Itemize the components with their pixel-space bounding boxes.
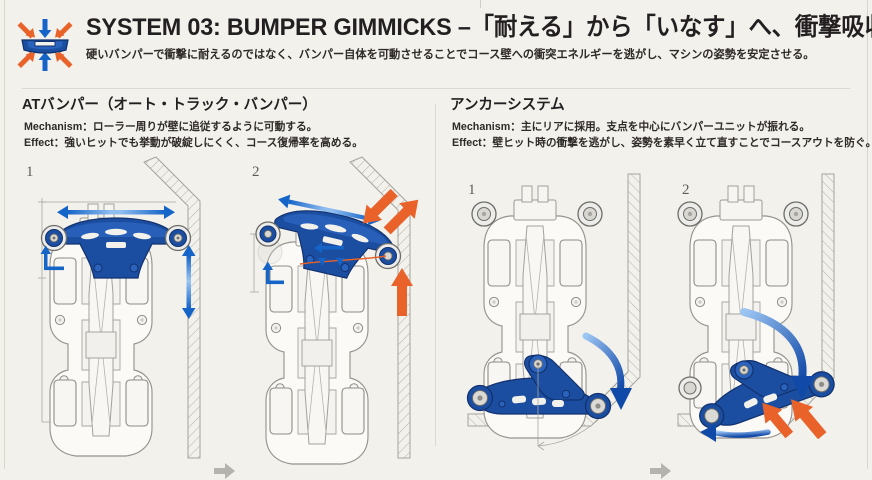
panel-anchor-impact: 2 [672, 160, 862, 460]
at-bumper-effect: Effect：強いヒットでも挙動が破綻しにくく、コース復帰率を高める。 [22, 136, 430, 152]
step-arrow-icon [214, 462, 236, 480]
panel-anchor-neutral: 1 [458, 160, 650, 460]
impact-arrow-upper-right [383, 199, 419, 235]
roller-left [40, 224, 68, 252]
anchor-mechanism: Mechanism：主にリアに採用。支点を中心にバンパーユニットが振れる。 [450, 120, 860, 136]
effect-label: Effect： [452, 136, 493, 149]
section-at-bumper: ATバンパー（オート・トラック・バンパー） Mechanism：ローラー周りが壁… [22, 96, 430, 151]
step-arrow-icon [650, 462, 672, 480]
anchor-unit [475, 354, 601, 415]
panel-at-bumper-neutral: 1 [20, 156, 216, 460]
mechanism-label: Mechanism： [452, 121, 521, 133]
anchor-neutral-diagram [466, 173, 641, 451]
reference-axis-arrow [262, 261, 284, 285]
impact-arrow-bottom [391, 268, 413, 316]
front-roller-left [471, 201, 497, 227]
recovery-arrow [700, 424, 771, 442]
impact-arrow-right [791, 399, 827, 440]
panel-number: 2 [682, 182, 690, 198]
header: SYSTEM 03: BUMPER GIMMICKS –「耐える」から「いなす」… [0, 8, 872, 86]
left-edge-rule [4, 0, 5, 469]
dimension-guides [250, 233, 259, 293]
right-edge-rule [867, 0, 868, 469]
anchor-roller-right [584, 392, 612, 420]
front-roller-right [783, 201, 809, 227]
header-text: SYSTEM 03: BUMPER GIMMICKS –「耐える」から「いなす」… [86, 14, 872, 63]
mechanism-text: 主にリアに採用。支点を中心にバンパーユニットが振れる。 [520, 121, 811, 133]
front-roller-left [677, 201, 703, 227]
impact-arrow-upper-left [363, 188, 398, 224]
reference-axis-arrow [40, 245, 64, 271]
anchor-impact-diagram [677, 173, 835, 442]
roller-right [374, 242, 402, 270]
mechanism-label: Mechanism： [24, 121, 93, 133]
diagram-panels: 1 [0, 156, 872, 479]
panel-number: 1 [26, 164, 34, 180]
mechanism-text: ローラー周りが壁に追従するように可動する。 [92, 121, 318, 133]
panel-number: 1 [468, 182, 476, 198]
at-bumper-impact-diagram [250, 156, 419, 465]
effect-label: Effect： [24, 136, 65, 149]
swing-reference [537, 366, 599, 451]
at-bumper-part [54, 217, 178, 279]
page-title: SYSTEM 03: BUMPER GIMMICKS –「耐える」から「いなす」… [86, 14, 872, 41]
effect-text: 強いヒットでも挙動が破綻しにくく、コース復帰率を高める。 [64, 136, 363, 149]
at-bumper-neutral-diagram [38, 156, 201, 459]
section-title-anchor-system: アンカーシステム [450, 97, 565, 113]
top-tick-mark [480, 0, 481, 8]
travel-path [299, 255, 387, 265]
column-divider [435, 104, 436, 446]
horizontal-motion-arrow [57, 205, 175, 219]
roller-left [255, 221, 281, 247]
at-bumper-mechanism: Mechanism：ローラー周りが壁に追従するように可動する。 [22, 120, 430, 136]
panel-at-bumper-impact: 2 [246, 156, 436, 465]
panel-number: 2 [252, 164, 260, 180]
section-title-at-bumper: ATバンパー（オート・トラック・バンパー） [22, 97, 317, 113]
bumper-impact-icon [14, 16, 76, 74]
header-divider [22, 88, 850, 89]
anchor-effect: Effect：壁ヒット時の衝撃を逃がし、姿勢を素早く立て直すことでコースアウトを… [450, 136, 872, 152]
roller-right [164, 224, 192, 252]
at-bumper-part [274, 210, 394, 279]
rotation-arrow [740, 308, 814, 400]
front-roller-right [577, 201, 603, 227]
section-anchor-system: アンカーシステム Mechanism：主にリアに採用。支点を中心にバンパーユニッ… [450, 96, 872, 152]
effect-text: 壁ヒット時の衝撃を逃がし、姿勢を素早く立て直すことでコースアウトを防ぐ。 [492, 136, 872, 149]
vertical-motion-arrow [182, 245, 196, 319]
rotation-arrow [582, 332, 632, 410]
rear-roller-left [678, 376, 702, 400]
impact-arrow-left [762, 402, 794, 439]
anchor-roller-left [466, 384, 494, 412]
page-subtitle: 硬いバンパーで衝撃に耐えるのではなく、バンパー自体を可動させることでコース壁への… [86, 49, 815, 61]
inner-motion-arrows [314, 243, 344, 266]
